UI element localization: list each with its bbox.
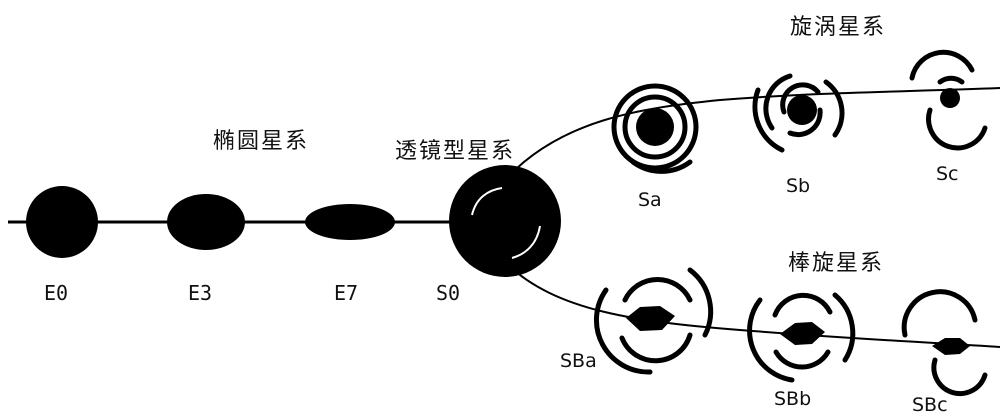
label-e7: E7 — [334, 281, 358, 305]
label-sba: SBa — [560, 350, 597, 372]
galaxy-sc — [909, 49, 988, 151]
group-title-lenticular: 透镜型星系 — [395, 139, 515, 164]
galaxy-sbc — [901, 289, 988, 397]
barred-branch-curve — [504, 261, 1000, 348]
galaxy-e0 — [26, 186, 98, 258]
group-title-barred-spiral: 棒旋星系 — [788, 251, 884, 276]
label-s0: S0 — [436, 281, 460, 305]
galaxy-sa — [611, 83, 699, 174]
label-e0: E0 — [44, 281, 68, 305]
group-title-spiral: 旋涡星系 — [790, 15, 886, 40]
galaxy-sbb — [747, 292, 856, 383]
label-sc: Sc — [936, 163, 959, 185]
galaxy-e7 — [305, 204, 395, 240]
galaxy-sba — [594, 267, 714, 375]
group-title-elliptical: 椭圆星系 — [213, 129, 309, 154]
label-sa: Sa — [638, 189, 662, 211]
galaxy-sb — [752, 73, 845, 153]
label-sbc: SBc — [912, 394, 948, 415]
label-e3: E3 — [188, 281, 212, 305]
galaxy-s0 — [449, 165, 561, 277]
galaxy-e3 — [167, 194, 245, 250]
label-sb: Sb — [786, 175, 810, 197]
spiral-branch-curve — [504, 87, 1000, 181]
label-sbb: SBb — [774, 388, 811, 410]
